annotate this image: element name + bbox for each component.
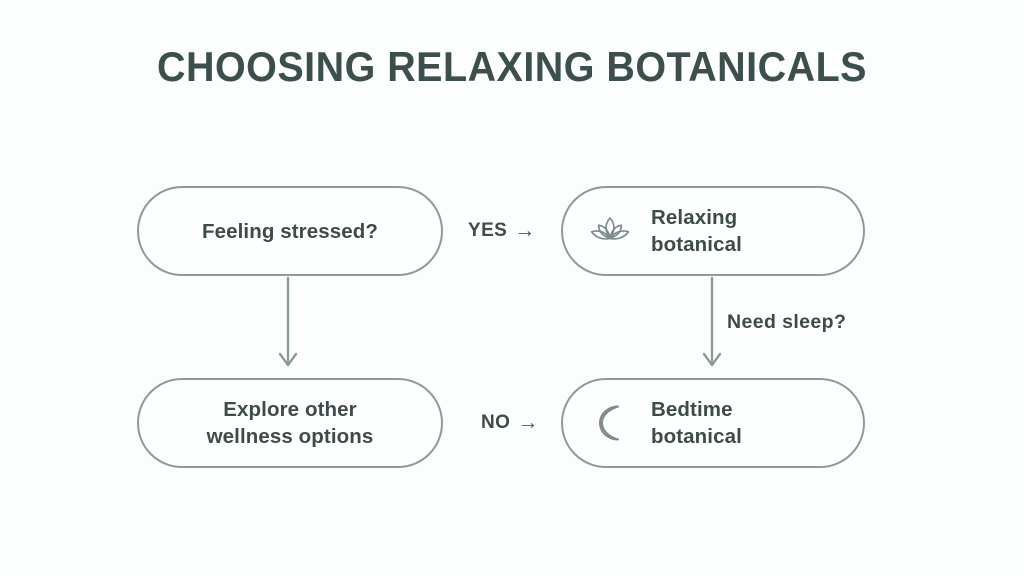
- node-feeling-stressed[interactable]: Feeling stressed?: [137, 186, 443, 276]
- lotus-icon: [587, 208, 633, 254]
- connector-stressed-to-explore: [268, 276, 308, 381]
- edge-label-no-text: NO: [481, 412, 511, 433]
- node-feeling-stressed-label: Feeling stressed?: [201, 219, 378, 243]
- node-bedtime-botanical[interactable]: Bedtime botanical: [561, 378, 865, 468]
- edge-label-yes-text: YES: [468, 220, 508, 241]
- edge-label-yes: YES →: [468, 219, 536, 243]
- node-relaxing-botanical[interactable]: Relaxing botanical: [561, 186, 865, 276]
- edge-label-need-sleep: Need sleep?: [727, 310, 846, 334]
- edge-label-need-sleep-text: Need sleep?: [727, 311, 847, 333]
- node-explore-other-wellness-options[interactable]: Explore other wellness options: [137, 378, 443, 468]
- crescent-moon-icon: [587, 400, 633, 446]
- arrow-right-icon: →: [514, 219, 536, 242]
- page-title: CHOOSING RELAXING BOTANICALS: [157, 43, 867, 90]
- node-relaxing-botanical-label: Relaxing botanical: [651, 206, 742, 256]
- node-bedtime-botanical-label: Bedtime botanical: [651, 398, 742, 448]
- arrow-right-icon: →: [517, 411, 539, 434]
- connector-relaxing-to-bedtime: [692, 276, 732, 381]
- edge-label-no: NO →: [481, 411, 539, 435]
- node-explore-other-wellness-options-label: Explore other wellness options: [206, 398, 374, 448]
